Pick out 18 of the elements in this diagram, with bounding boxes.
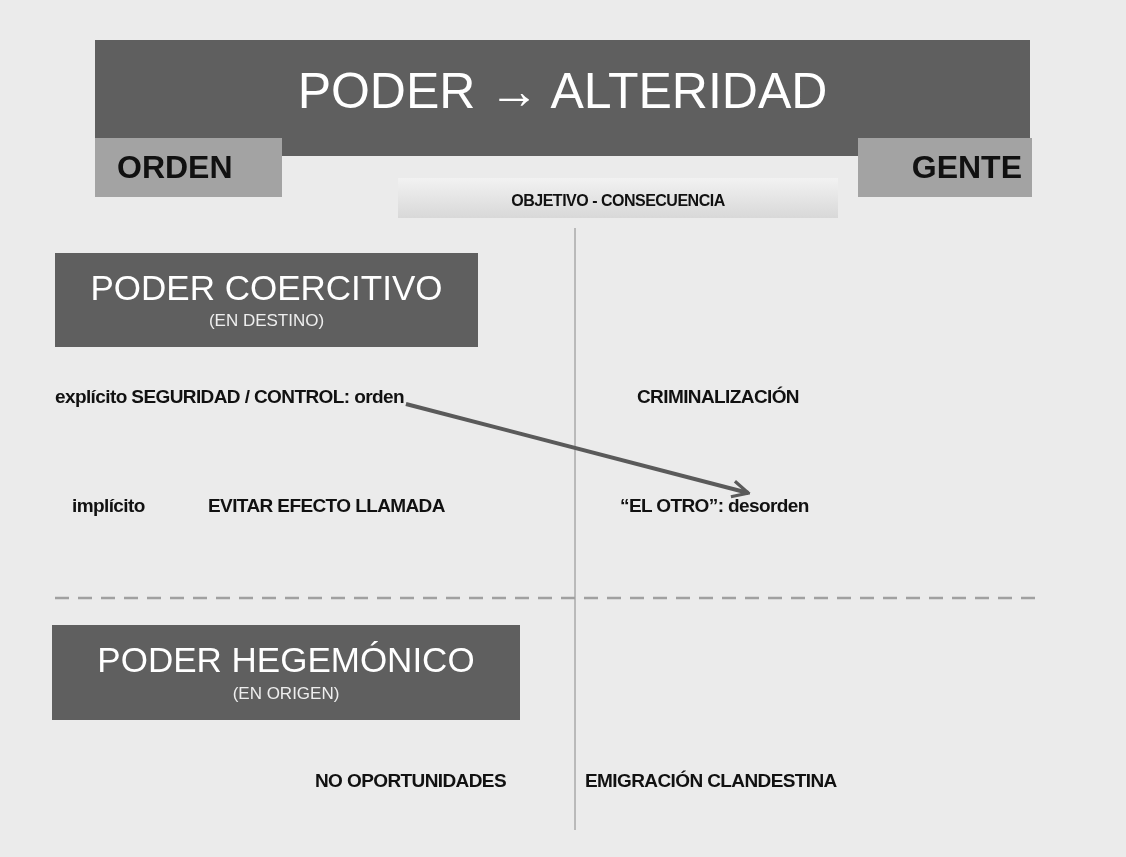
heading: PODER COERCITIVO bbox=[90, 268, 443, 308]
heading-box bbox=[55, 253, 478, 347]
heading-box bbox=[52, 625, 520, 720]
label-tag: GENTE bbox=[858, 138, 1032, 197]
text-label: EMIGRACIÓN CLANDESTINA bbox=[585, 770, 837, 792]
text-label: “EL OTRO”: desorden bbox=[620, 495, 809, 517]
text-label: EVITAR EFECTO LLAMADA bbox=[208, 495, 445, 517]
arrow bbox=[405, 402, 750, 499]
text-label: implícito bbox=[72, 495, 145, 517]
text-label: CRIMINALIZACIÓN bbox=[637, 386, 799, 408]
subheading: (EN DESTINO) bbox=[208, 311, 325, 332]
text-label: explícito SEGURIDAD / CONTROL: orden bbox=[55, 386, 404, 408]
title-banner: PODER → ALTERIDAD bbox=[95, 40, 1030, 156]
text-label: NO OPORTUNIDADES bbox=[315, 770, 506, 792]
label-tag: OBJETIVO - CONSECUENCIA bbox=[398, 178, 838, 218]
label-tag: ORDEN bbox=[95, 138, 282, 197]
subheading: (EN ORIGEN) bbox=[232, 683, 340, 704]
heading: PODER HEGEMÓNICO bbox=[97, 641, 475, 680]
